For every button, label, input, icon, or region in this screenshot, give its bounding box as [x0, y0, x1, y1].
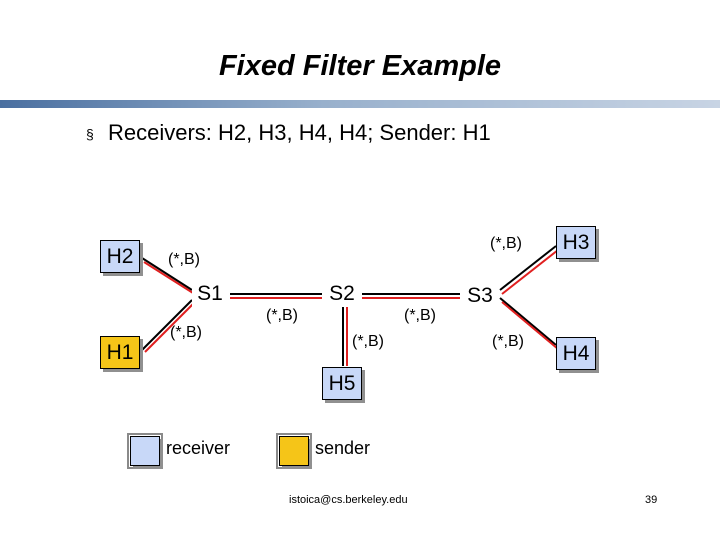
host-h4: H4 [556, 337, 596, 370]
filter-label-s3-h3: (*,B) [490, 235, 522, 252]
bullet-text: Receivers: H2, H3, H4, H4; Sender: H1 [108, 120, 491, 145]
host-h1: H1 [100, 336, 140, 369]
filter-label-s2-s3: (*,B) [404, 307, 436, 324]
bullet-marker: § [86, 126, 94, 142]
legend-sender-label: sender [315, 438, 371, 458]
link-h2-s1 [141, 257, 193, 291]
link-s3-h3 [499, 245, 557, 291]
filter-label-s1-s2: (*,B) [266, 307, 298, 324]
filter-label-s3-h4: (*,B) [492, 333, 524, 350]
legend-receiver-label: receiver [166, 438, 231, 458]
filter-label-h2-s1: (*,B) [168, 251, 200, 268]
switch-s2: S2 [324, 281, 360, 307]
footer-email: istoica@cs.berkeley.edu [289, 494, 408, 506]
slide-title: Fixed Filter Example [218, 50, 502, 82]
legend-sender-frame [276, 433, 312, 469]
link-s3-h4 [499, 297, 557, 346]
legend-receiver-frame [127, 433, 163, 469]
filter-path-h1-s1 [144, 302, 195, 353]
switch-s1: S1 [192, 281, 228, 307]
legend-sender-swatch [279, 436, 309, 466]
title-divider [0, 100, 720, 108]
filter-path-s3-h3 [501, 249, 559, 295]
filter-path-h2-s1 [143, 261, 194, 294]
filter-path-s3-h4 [501, 301, 559, 350]
host-h5: H5 [322, 367, 362, 400]
page-number: 39 [645, 494, 658, 506]
host-h2: H2 [100, 240, 140, 273]
switch-s3: S3 [462, 283, 498, 309]
link-h1-s1 [141, 299, 193, 351]
filter-label-h1-s1: (*,B) [170, 324, 202, 341]
host-h3: H3 [556, 226, 596, 259]
legend-receiver-swatch [130, 436, 160, 466]
filter-label-s2-h5: (*,B) [352, 333, 384, 350]
